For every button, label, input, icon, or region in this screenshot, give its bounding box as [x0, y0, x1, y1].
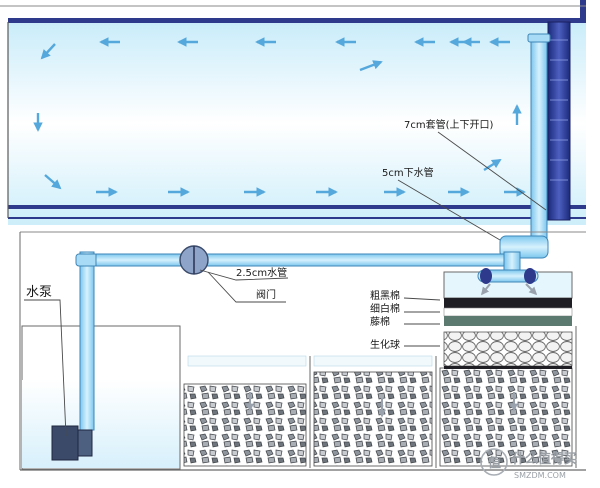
rock-media-2 — [313, 371, 433, 467]
tank-bottom-rim — [8, 205, 586, 209]
label-downpipe: 5cm下水管 — [382, 166, 434, 179]
label-bio-balls: 生化球 — [370, 338, 400, 351]
rock-media-1 — [183, 383, 307, 467]
watermark-text: 什么值得买 — [512, 451, 577, 467]
flow-arrows-tank — [33, 37, 526, 197]
rattan-layer — [444, 316, 572, 326]
downpipe — [499, 33, 551, 277]
fine-sponge-layer — [443, 307, 573, 317]
label-sleeve-pipe: 7cm套管(上下开口) — [404, 118, 494, 131]
coarse-sponge-layer — [444, 298, 572, 308]
bio-ball-layer — [443, 331, 573, 367]
return-pipe — [75, 245, 505, 431]
watermark-sub: SMZDM.COM — [514, 471, 566, 480]
overflow-sleeve — [547, 21, 571, 221]
label-rattan-cotton: 藤棉 — [370, 315, 390, 328]
label-water-pipe: 2.5cm水管 — [236, 266, 287, 279]
label-fine-sponge: 细白棉 — [370, 302, 400, 315]
leader-lines — [24, 131, 547, 437]
svg-text:值: 值 — [488, 455, 501, 471]
pump-icon — [51, 425, 93, 461]
watermark: 值 什么值得买 SMZDM.COM — [480, 448, 577, 480]
label-coarse-sponge: 粗黑棉 — [370, 289, 400, 302]
sump-cabinet — [19, 231, 586, 471]
flow-arrows-sump — [246, 283, 538, 418]
tank-top-rim — [8, 18, 586, 23]
label-pump: 水泵 — [26, 285, 52, 300]
display-tank — [0, 0, 586, 225]
rock-media-3 — [439, 367, 573, 467]
filter-tray — [443, 268, 573, 369]
label-valve: 阀门 — [256, 288, 276, 301]
watermark-logo-icon — [480, 448, 508, 476]
